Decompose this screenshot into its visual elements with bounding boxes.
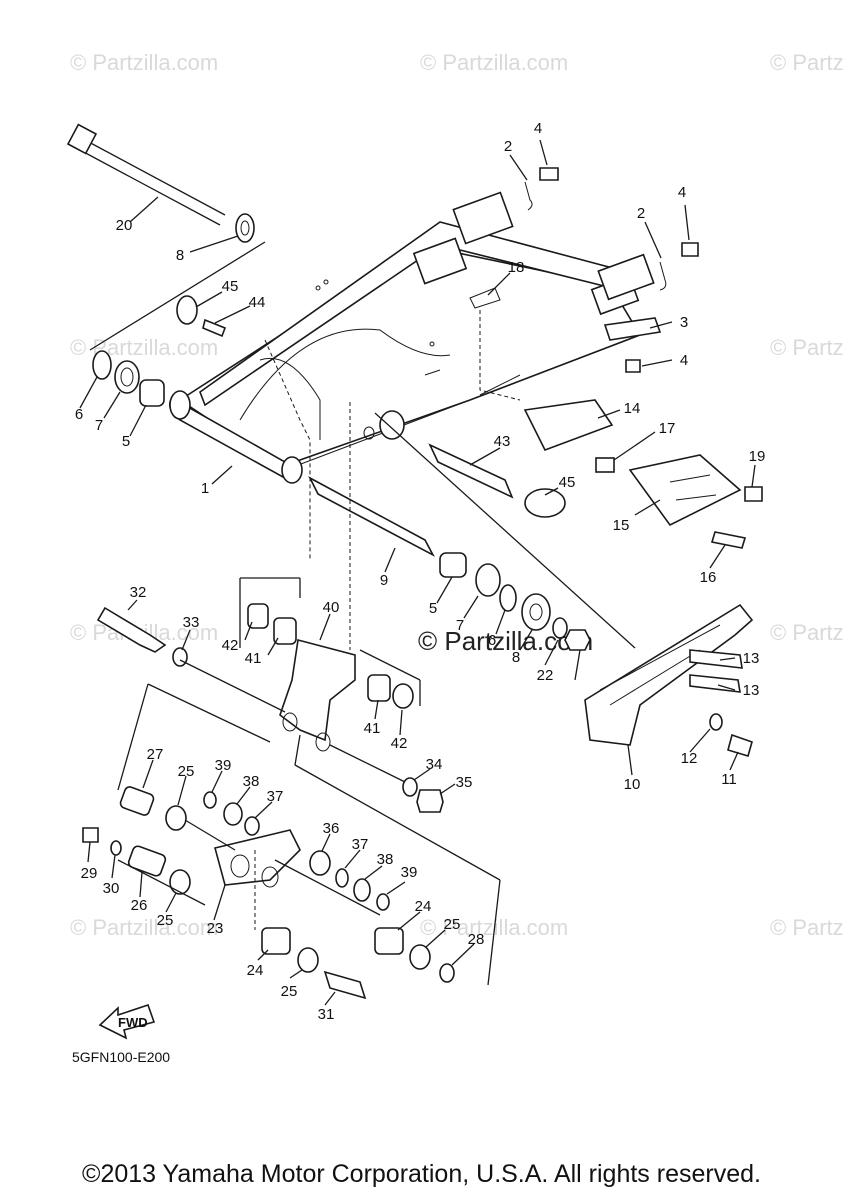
callout-45: 45 [222, 278, 239, 295]
relay-arm-drawing [82, 786, 455, 1000]
callout-1: 1 [201, 480, 209, 497]
callout-25: 25 [157, 912, 174, 929]
callout-17: 17 [659, 420, 676, 437]
callout-16: 16 [700, 569, 717, 586]
callout-38: 38 [243, 773, 260, 790]
callout-33: 33 [183, 614, 200, 631]
fwd-label: FWD [118, 1015, 148, 1030]
right-bearing-stack-drawing [308, 476, 591, 651]
callout-25: 25 [444, 916, 461, 933]
left-bearing-stack-drawing [92, 295, 227, 407]
callout-12: 12 [681, 750, 698, 767]
callout-37: 37 [267, 788, 284, 805]
callout-27: 27 [147, 746, 164, 763]
fwd-arrow-icon: FWD [98, 1003, 156, 1040]
callout-37: 37 [352, 836, 369, 853]
watermark-text: © Partzilla.com [770, 335, 843, 360]
callout-labels: 1 2 2 3 4 4 4 5 5 6 6 7 7 8 8 9 10 11 12… [75, 120, 766, 1023]
dashed-guide-lines [254, 310, 521, 930]
callout-4: 4 [534, 120, 542, 137]
callout-40: 40 [323, 599, 340, 616]
callout-39: 39 [401, 864, 418, 881]
callout-6: 6 [75, 406, 83, 423]
callout-32: 32 [130, 584, 147, 601]
callout-14: 14 [624, 400, 641, 417]
callout-29: 29 [81, 865, 98, 882]
callout-8: 8 [512, 649, 520, 666]
callout-19: 19 [749, 448, 766, 465]
pivot-shaft-drawing [66, 123, 255, 243]
callout-5: 5 [429, 600, 437, 617]
callout-11: 11 [721, 771, 737, 788]
callout-31: 31 [318, 1006, 335, 1023]
watermark-text: © Partzilla.com [770, 50, 843, 75]
leader-lines [79, 139, 756, 1006]
callout-36: 36 [323, 820, 340, 837]
callout-25: 25 [281, 983, 298, 1000]
callout-42: 42 [222, 637, 239, 654]
callout-34: 34 [426, 756, 443, 773]
callout-18: 18 [508, 259, 525, 276]
callout-26: 26 [131, 897, 148, 914]
callout-41: 41 [364, 720, 381, 737]
callout-24: 24 [247, 962, 264, 979]
swingarm-drawing [169, 191, 655, 484]
watermark-text: © Partzilla.com [770, 620, 843, 645]
watermark-text: © Partzilla.com [70, 335, 218, 360]
callout-7: 7 [95, 417, 103, 434]
connecting-rod-drawing [96, 603, 444, 813]
callout-44: 44 [249, 294, 266, 311]
callout-4: 4 [678, 184, 686, 201]
callout-28: 28 [468, 931, 485, 948]
callout-39: 39 [215, 757, 232, 774]
watermark-text: © Partzilla.com [770, 915, 843, 940]
chain-guard-drawing [428, 317, 763, 549]
callout-5: 5 [122, 433, 130, 450]
callout-30: 30 [103, 880, 120, 897]
callout-41: 41 [245, 650, 262, 667]
callout-24: 24 [415, 898, 432, 915]
callout-8: 8 [176, 247, 184, 264]
diagram-code: 5GFN100-E200 [72, 1049, 170, 1065]
callout-7: 7 [456, 617, 464, 634]
callout-43: 43 [494, 433, 511, 450]
callout-2: 2 [637, 205, 645, 222]
callout-42: 42 [391, 735, 408, 752]
callout-45: 45 [559, 474, 576, 491]
callout-9: 9 [380, 572, 388, 589]
callout-13: 13 [743, 650, 760, 667]
callout-13: 13 [743, 682, 760, 699]
callout-35: 35 [456, 774, 473, 791]
callout-2: 2 [504, 138, 512, 155]
watermark-text: © Partzilla.com [70, 915, 218, 940]
callout-25: 25 [178, 763, 195, 780]
callout-15: 15 [613, 517, 630, 534]
watermark-text: © Partzilla.com [420, 50, 568, 75]
copyright-notice: ©2013 Yamaha Motor Corporation, U.S.A. A… [82, 1160, 761, 1188]
callout-22: 22 [537, 667, 554, 684]
fastener-drawings [469, 167, 699, 373]
chain-support-drawing [584, 603, 754, 757]
callout-6: 6 [488, 632, 496, 649]
callout-38: 38 [377, 851, 394, 868]
callout-4: 4 [680, 352, 688, 369]
callout-20: 20 [116, 217, 133, 234]
callout-3: 3 [680, 314, 688, 331]
callout-10: 10 [624, 776, 641, 793]
callout-23: 23 [207, 920, 224, 937]
watermark-text: © Partzilla.com [70, 50, 218, 75]
